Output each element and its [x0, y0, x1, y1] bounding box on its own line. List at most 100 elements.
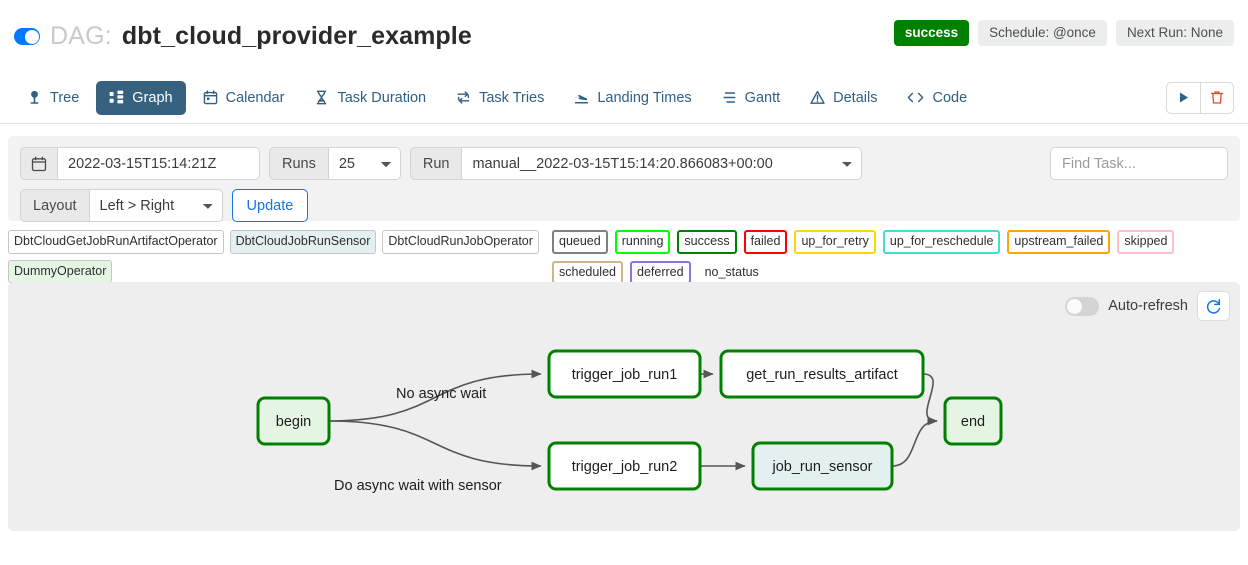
- graph-node-job_run_sensor[interactable]: job_run_sensor: [751, 441, 894, 491]
- node-label: trigger_job_run1: [572, 367, 678, 383]
- state-legend-pill: running: [614, 230, 671, 254]
- state-legend-pill: upstream_failed: [1007, 230, 1111, 254]
- layout-select[interactable]: Left > Right: [89, 189, 223, 222]
- next-run-badge: Next Run: None: [1115, 20, 1234, 46]
- node-box[interactable]: [751, 441, 894, 491]
- refresh-button[interactable]: [1197, 291, 1230, 321]
- run-label: Run: [409, 147, 463, 180]
- auto-refresh-controls: Auto-refresh: [1065, 291, 1230, 321]
- tab-label: Task Tries: [479, 89, 545, 106]
- node-label: begin: [276, 414, 311, 430]
- graph-node-trigger_job_run2[interactable]: trigger_job_run2: [547, 441, 702, 491]
- calendar-icon: [203, 90, 218, 105]
- layout-group: Layout Left > Right: [20, 189, 223, 222]
- tab-calendar[interactable]: Calendar: [190, 81, 298, 115]
- node-box[interactable]: [943, 396, 1003, 446]
- graph-node-get_run_results_artifact[interactable]: get_run_results_artifact: [719, 349, 925, 399]
- tab-task-tries[interactable]: Task Tries: [443, 81, 557, 115]
- graph-icon: [109, 90, 124, 105]
- node-label: end: [961, 414, 985, 430]
- tab-label: Task Duration: [337, 89, 427, 106]
- calendar-icon: [20, 147, 58, 180]
- base-date-input[interactable]: 2022-03-15T15:14:21Z: [58, 147, 260, 180]
- tab-gantt[interactable]: Gantt: [709, 81, 793, 115]
- dag-title-row: DAG: dbt_cloud_provider_example: [14, 22, 1234, 51]
- graph-edge: [328, 369, 542, 422]
- graph-node-begin[interactable]: begin: [256, 396, 331, 446]
- tree-icon: [27, 90, 42, 105]
- graph-node-trigger_job_run1[interactable]: trigger_job_run1: [547, 349, 702, 399]
- node-box[interactable]: [547, 441, 702, 491]
- view-tabbar: Tree Graph Calendar Task Duration Task Tries…: [0, 72, 1248, 124]
- hourglass-icon: [314, 90, 329, 105]
- tab-label: Landing Times: [597, 89, 692, 106]
- tab-label: Graph: [132, 89, 173, 106]
- tab-task-duration[interactable]: Task Duration: [301, 81, 439, 115]
- code-icon: [907, 90, 924, 105]
- page-header: DAG: dbt_cloud_provider_example success …: [0, 0, 1248, 72]
- filter-row-primary: 2022-03-15T15:14:21Z Runs 25 Run manual_…: [20, 147, 1228, 180]
- tab-label: Details: [833, 89, 878, 106]
- node-box[interactable]: [256, 396, 331, 446]
- tab-tree[interactable]: Tree: [14, 81, 92, 115]
- auto-refresh-label: Auto-refresh: [1108, 298, 1188, 314]
- find-task-input[interactable]: [1050, 147, 1228, 180]
- dag-label: DAG:: [50, 22, 112, 50]
- schedule-badge: Schedule: @once: [978, 20, 1107, 46]
- graph-node-end[interactable]: end: [943, 396, 1003, 446]
- node-box[interactable]: [719, 349, 925, 399]
- operator-legend-pill: DbtCloudRunJobOperator: [382, 230, 539, 254]
- graph-edge-label: Do async wait with sensor: [334, 478, 502, 494]
- header-badges: success Schedule: @once Next Run: None: [893, 20, 1234, 46]
- tab-graph[interactable]: Graph: [96, 80, 186, 115]
- state-legend-pill: scheduled: [552, 260, 623, 284]
- page-title: dbt_cloud_provider_example: [121, 22, 472, 50]
- filter-bar: 2022-03-15T15:14:21Z Runs 25 Run manual_…: [8, 136, 1240, 222]
- graph-edges: [328, 369, 938, 471]
- graph-edge: [922, 373, 938, 426]
- run-select[interactable]: manual__2022-03-15T15:14:20.866083+00:00: [462, 147, 863, 180]
- update-button[interactable]: Update: [231, 189, 309, 222]
- runs-label: Runs: [269, 147, 329, 180]
- runs-group: Runs 25: [269, 147, 401, 180]
- layout-label: Layout: [20, 189, 90, 222]
- graph-nodes: begin trigger_job_run1 get_run_results_art…: [256, 349, 1003, 491]
- base-date-group: 2022-03-15T15:14:21Z: [20, 147, 260, 180]
- delete-dag-button[interactable]: [1200, 82, 1233, 113]
- node-label: get_run_results_artifact: [746, 367, 898, 383]
- state-legend-pill: up_for_reschedule: [882, 230, 1001, 254]
- node-label: job_run_sensor: [772, 459, 873, 475]
- dag-action-buttons: [1166, 81, 1234, 114]
- graph-edge: [891, 416, 938, 467]
- tab-label: Gantt: [744, 89, 781, 106]
- tab-details[interactable]: Details: [797, 81, 890, 115]
- tab-label: Tree: [50, 89, 80, 106]
- operator-legend-pill: DbtCloudJobRunSensor: [229, 230, 377, 254]
- filter-row-secondary: Layout Left > Right Update: [20, 189, 1228, 222]
- state-legend-pill: failed: [743, 230, 788, 254]
- warning-triangle-icon: [810, 90, 825, 105]
- node-box[interactable]: [547, 349, 702, 399]
- dag-pause-toggle[interactable]: [14, 28, 40, 45]
- tab-label: Code: [932, 89, 968, 106]
- state-legend-pill: deferred: [630, 260, 691, 284]
- landing-icon: [574, 90, 589, 105]
- trigger-dag-button[interactable]: [1167, 83, 1200, 113]
- state-legend-pill: success: [677, 230, 737, 254]
- auto-refresh-toggle[interactable]: [1065, 296, 1100, 316]
- state-legend-pill: no_status: [704, 264, 759, 279]
- runs-select[interactable]: 25: [328, 147, 401, 180]
- state-legend-pill: queued: [552, 230, 608, 254]
- view-tabs: Tree Graph Calendar Task Duration Task Tries…: [14, 80, 980, 115]
- node-label: trigger_job_run2: [572, 459, 678, 475]
- tab-landing-times[interactable]: Landing Times: [561, 81, 704, 115]
- tab-label: Calendar: [225, 89, 285, 106]
- run-group: Run manual__2022-03-15T15:14:20.866083+0…: [409, 147, 863, 180]
- tab-code[interactable]: Code: [894, 81, 980, 115]
